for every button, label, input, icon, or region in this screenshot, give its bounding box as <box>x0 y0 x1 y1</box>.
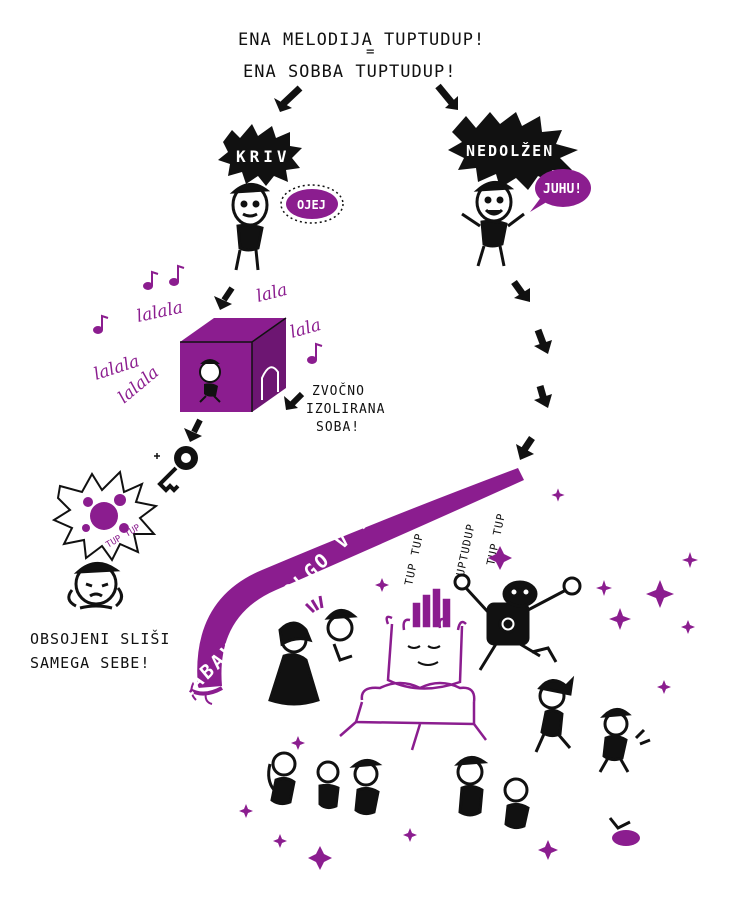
arrow-icon <box>184 418 203 442</box>
arrow-icon <box>214 286 235 310</box>
dancer-drinker <box>598 708 651 773</box>
room-label-2: IZOLIRANA <box>306 402 386 417</box>
guilty-speech-text: OJEJ <box>297 198 326 212</box>
key-icon <box>154 446 198 493</box>
arrow-icon <box>284 391 305 410</box>
party-banner: ZABAVA DOOOLGO V NOČ... <box>174 455 524 705</box>
arrow-icon <box>435 83 458 110</box>
dancer-right <box>534 675 575 753</box>
path-arrows <box>511 279 552 460</box>
music-word: lala <box>254 280 289 307</box>
music-word: lala <box>288 315 323 343</box>
music-note-icon <box>307 342 323 364</box>
room-label-1: ZVOČNO <box>312 384 365 399</box>
music-note-icon <box>143 270 159 290</box>
arrow-icon <box>534 385 552 408</box>
header-line-1: ENA MELODIJA TUPTUDUP! <box>238 30 486 50</box>
tuptup-word: TUP TUP <box>402 532 426 587</box>
guilty-badge-label: KRIV <box>236 147 291 166</box>
noise-blast: TUP TUP <box>51 469 159 562</box>
innocent-speech-bubble: JUHU! <box>530 169 591 212</box>
guilty-badge: KRIV <box>218 124 302 186</box>
guilty-character <box>229 183 271 271</box>
music-note-icon <box>93 314 109 334</box>
dancer-couple <box>268 595 358 706</box>
innocent-badge: NEDOLŽEN <box>448 112 578 190</box>
arrow-icon <box>274 85 303 112</box>
crowd <box>267 751 631 830</box>
music-note-icon <box>169 264 185 286</box>
header-line-2: ENA SOBBA TUPTUDUP! <box>243 62 457 82</box>
robot-dj <box>453 573 582 671</box>
soundproof-room <box>180 317 287 412</box>
music-word: lalala <box>135 298 185 327</box>
innocent-speech-text: JUHU! <box>543 182 582 197</box>
arrow-icon <box>534 328 552 354</box>
arrow-icon <box>511 279 530 302</box>
innocent-badge-label: NEDOLŽEN <box>466 141 554 160</box>
innocent-character <box>461 181 525 267</box>
room-label-3: SOBA! <box>316 420 361 435</box>
header-equals: = <box>366 44 376 60</box>
guilty-speech-bubble: OJEJ <box>280 184 344 224</box>
sparkle-icon <box>239 488 698 870</box>
condemned-label-1: OBSOJENI SLIŠI <box>30 630 171 648</box>
condemned-character <box>67 562 123 610</box>
arrow-icon <box>516 436 535 460</box>
condemned-label-2: SAMEGA SEBE! <box>30 654 151 672</box>
cake <box>339 588 487 751</box>
